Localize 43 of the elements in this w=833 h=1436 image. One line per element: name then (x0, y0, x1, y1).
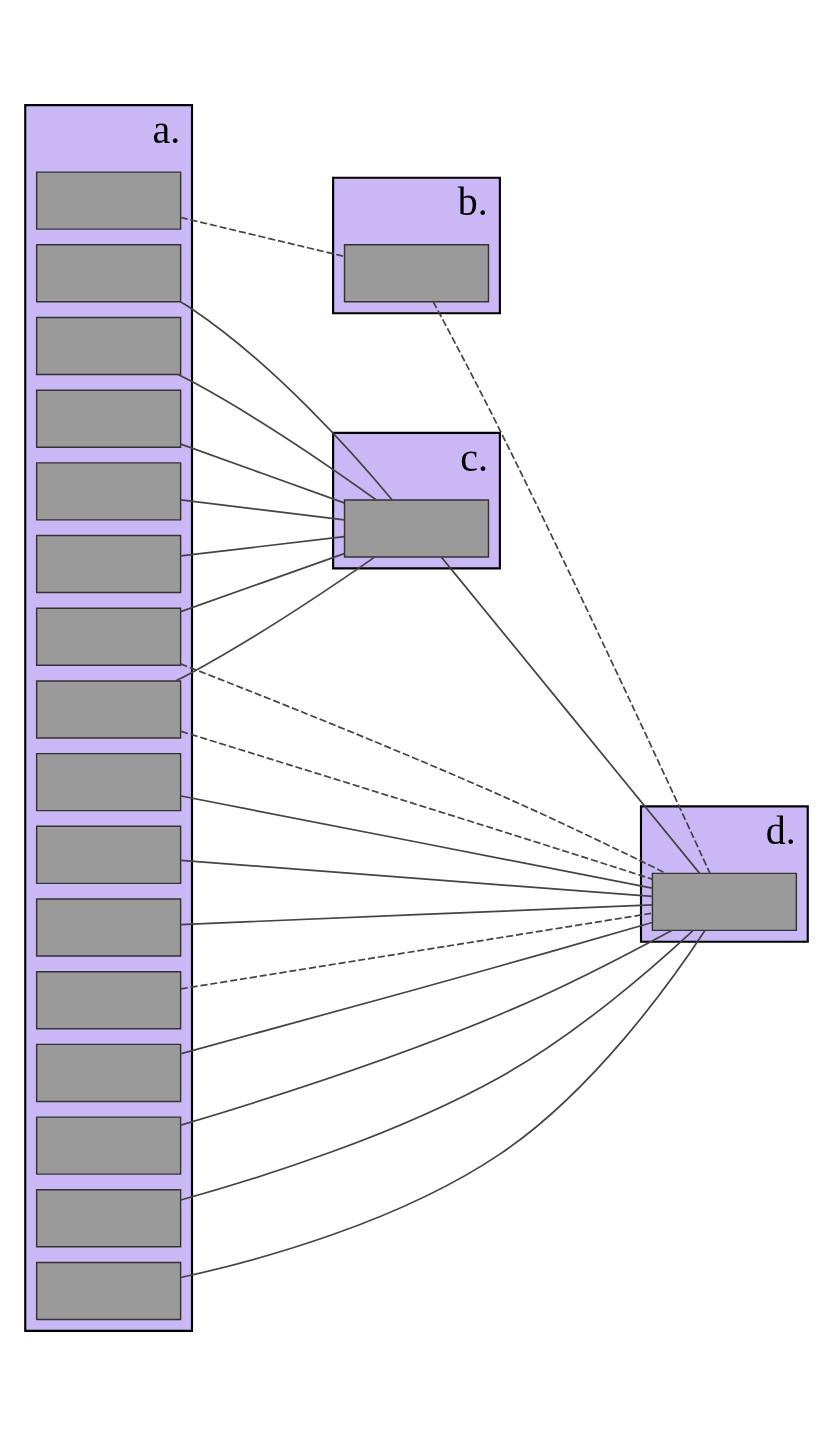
cluster: b. (332, 176, 501, 315)
connector (179, 443, 346, 504)
connector (180, 730, 654, 880)
connector (180, 795, 654, 889)
connector (180, 903, 654, 926)
node-box (35, 1116, 182, 1175)
connector (179, 535, 346, 557)
connector (179, 929, 706, 1279)
node-box (35, 1189, 182, 1248)
node-box (35, 316, 182, 376)
connector (179, 499, 346, 521)
connector (174, 556, 376, 682)
node-box (35, 389, 182, 448)
connector (180, 859, 654, 898)
node-box (35, 1261, 182, 1321)
node-box (35, 244, 182, 303)
cluster: d. (639, 805, 809, 943)
connector (177, 373, 377, 501)
node-box (35, 534, 182, 594)
node-box (35, 752, 182, 812)
node-box (343, 244, 490, 303)
node-box (35, 971, 182, 1030)
connector (180, 930, 694, 1201)
node-box (343, 499, 490, 558)
node-box (35, 171, 182, 230)
connector (180, 921, 654, 1055)
connector (180, 929, 673, 1126)
connector (179, 552, 346, 613)
connector (432, 301, 711, 874)
node-box (35, 680, 182, 739)
cluster: a. (24, 104, 194, 1332)
connector (179, 663, 667, 875)
connector (440, 556, 701, 874)
node-box (651, 872, 798, 932)
node-box (35, 1043, 182, 1103)
cluster: c. (332, 431, 501, 570)
connector (179, 216, 346, 258)
node-box (35, 898, 182, 957)
connector (180, 912, 654, 990)
node-box (35, 825, 182, 885)
node-box (35, 462, 182, 521)
connector (179, 301, 393, 501)
node-box (35, 607, 182, 666)
